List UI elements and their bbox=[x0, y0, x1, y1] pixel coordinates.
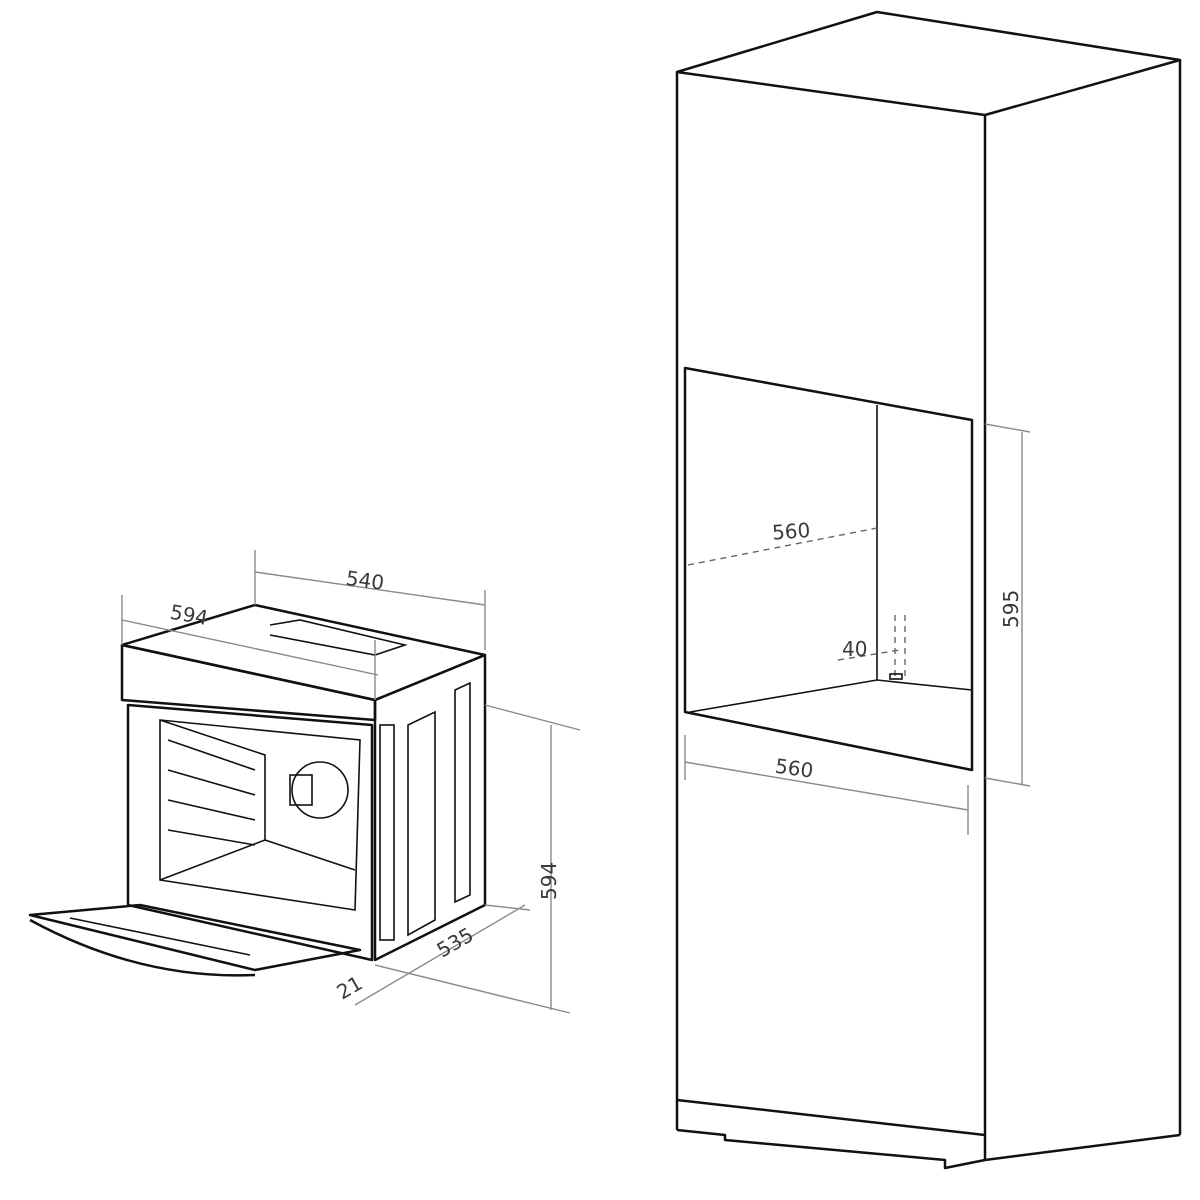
oven-cavity bbox=[159, 719, 361, 911]
oven-depth-body-label: 540 bbox=[344, 566, 385, 595]
depth-dim-line bbox=[354, 904, 526, 1006]
niche-height-label: 595 bbox=[999, 590, 1023, 628]
niche-opening bbox=[683, 366, 974, 772]
depth-body-dim-line bbox=[254, 571, 486, 606]
oven-width-label: 594 bbox=[168, 600, 210, 630]
oven-cavity-frame bbox=[126, 703, 374, 962]
cabinet-bottom-front bbox=[676, 1098, 986, 1137]
niche-width-label: 560 bbox=[774, 754, 815, 783]
oven-height-label: 594 bbox=[537, 862, 561, 900]
cabinet bbox=[675, 10, 1182, 1170]
cabinet-top bbox=[675, 10, 1182, 117]
oven-fan bbox=[291, 761, 349, 819]
niche-floor bbox=[689, 679, 973, 713]
oven-side bbox=[373, 653, 487, 962]
oven-top-vent bbox=[269, 619, 408, 656]
width-dim-line bbox=[121, 619, 379, 676]
niche-depth-label: 560 bbox=[771, 518, 811, 545]
niche-width-dim-line bbox=[684, 761, 969, 811]
oven-front-offset-label: 21 bbox=[333, 971, 367, 1005]
cabinet-plinth bbox=[676, 1128, 986, 1170]
niche-gap-label: 40 bbox=[842, 637, 867, 661]
oven-door bbox=[28, 903, 362, 972]
oven bbox=[28, 550, 581, 1014]
